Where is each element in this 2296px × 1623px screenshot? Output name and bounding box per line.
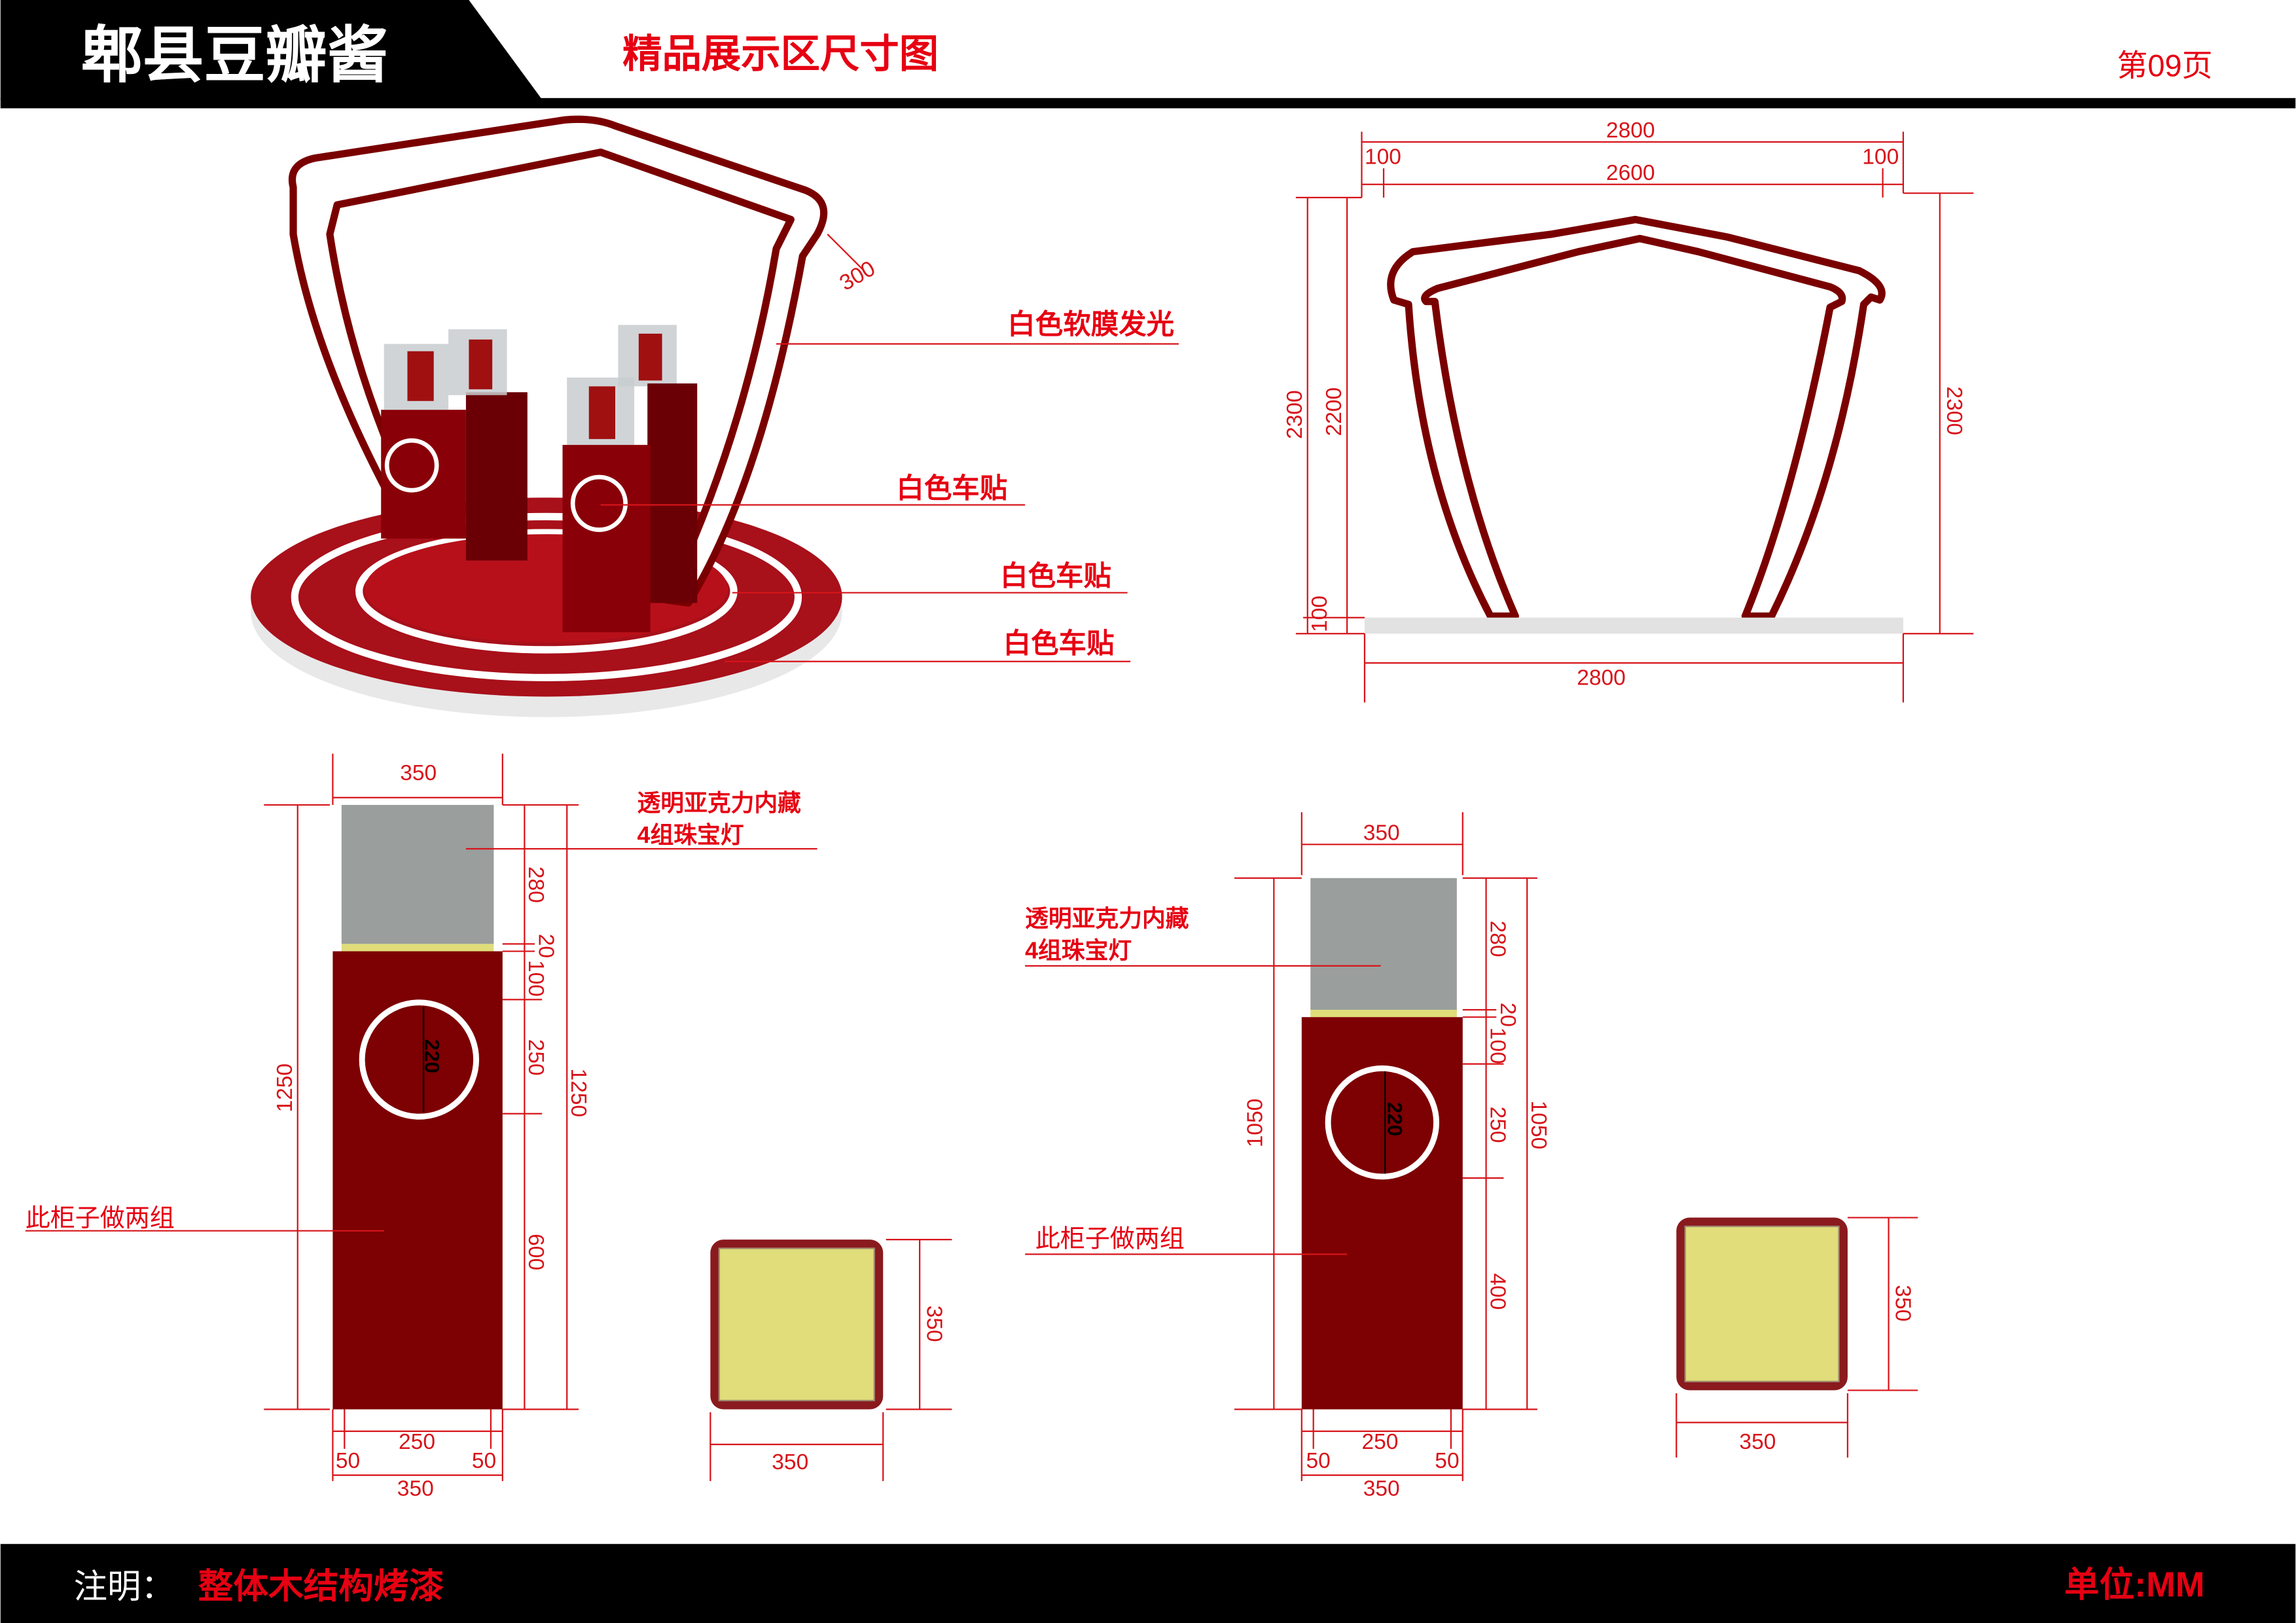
plan-width: 350 bbox=[1739, 1430, 1776, 1454]
dim-side-right-100: 100 bbox=[1862, 145, 1899, 169]
cabinet-body bbox=[1301, 1017, 1463, 1410]
circle-dia: 220 bbox=[1384, 1102, 1407, 1136]
callout-sticker-3: 白色车贴 bbox=[1003, 628, 1115, 659]
dim-seg-plate: 20 bbox=[1496, 1003, 1520, 1027]
dim-height-left: 1050 bbox=[1243, 1099, 1267, 1148]
dim-bottom-inner: 250 bbox=[1361, 1430, 1398, 1454]
circle-dia: 220 bbox=[420, 1039, 443, 1073]
render-view: 300 白色软膜发光 白色车贴 白色车贴 白色车贴 bbox=[251, 115, 1179, 717]
white-ring-decal bbox=[359, 999, 480, 1120]
dim-right-2300: 2300 bbox=[1942, 386, 1966, 435]
cabinet-short-plan: 350 350 bbox=[1676, 1217, 1918, 1458]
dim-bottom-total: 350 bbox=[397, 1476, 434, 1501]
depth-dim-label: 300 bbox=[836, 257, 880, 296]
cabinet-short-elevation: 220 350 1050 280 20 100 250 400 1050 250… bbox=[1025, 812, 1551, 1501]
note-label: 注明： bbox=[74, 1567, 175, 1605]
footer-band bbox=[0, 1544, 2296, 1623]
dim-bottom-total: 350 bbox=[1363, 1476, 1400, 1501]
dim-height-right: 1050 bbox=[1526, 1101, 1551, 1150]
plan-depth: 350 bbox=[1891, 1285, 1915, 1321]
callout-sticker-1: 白色车贴 bbox=[896, 473, 1007, 504]
dim-side-left-100: 100 bbox=[1365, 145, 1401, 169]
header-rule bbox=[0, 98, 2296, 109]
top-plate bbox=[341, 944, 494, 952]
footer: 注明： 整体木结构烤漆 单位:MM bbox=[0, 1544, 2296, 1623]
platform-ring-inner bbox=[355, 529, 738, 654]
acrylic-note-1: 透明亚克力内藏 bbox=[637, 790, 802, 816]
pedestal-2 bbox=[448, 329, 507, 395]
acrylic-box bbox=[341, 804, 494, 944]
note-text: 整体木结构烤漆 bbox=[198, 1567, 444, 1606]
page-number: 第09页 bbox=[2117, 48, 2212, 82]
page-title: 精品展示区尺寸图 bbox=[622, 31, 939, 76]
dim-top-width: 350 bbox=[1363, 821, 1400, 846]
dim-seg-acrylic: 280 bbox=[524, 866, 548, 903]
arch-frame bbox=[1387, 215, 1886, 620]
callout-softfilm: 白色软膜发光 bbox=[1007, 310, 1174, 340]
cabinet-body bbox=[332, 951, 503, 1410]
header: 郫县豆瓣酱 精品展示区尺寸图 第09页 bbox=[0, 0, 2296, 109]
dim-seg-top-gap: 100 bbox=[524, 960, 548, 997]
dim-top-2800: 2800 bbox=[1606, 118, 1655, 143]
cabinet-tall-plan: 350 350 bbox=[709, 1238, 952, 1482]
dim-base-100: 100 bbox=[1308, 596, 1332, 632]
dim-bottom-right: 50 bbox=[472, 1449, 496, 1473]
dim-seg-circle: 250 bbox=[1485, 1107, 1509, 1143]
dim-seg-acrylic: 280 bbox=[1485, 921, 1509, 957]
dim-bottom-right: 50 bbox=[1435, 1449, 1459, 1473]
dim-left-2300: 2300 bbox=[1283, 390, 1307, 439]
group-note: 此柜子做两组 bbox=[1035, 1225, 1185, 1253]
dim-left-2200: 2200 bbox=[1322, 387, 1346, 437]
pedestal-3 bbox=[618, 325, 698, 603]
plan-width: 350 bbox=[772, 1450, 808, 1474]
dim-inner-2600: 2600 bbox=[1606, 161, 1655, 185]
dim-bottom-2800: 2800 bbox=[1577, 666, 1626, 690]
dim-height-left: 1250 bbox=[273, 1063, 297, 1113]
brand-title: 郫县豆瓣酱 bbox=[81, 20, 389, 89]
dim-top-width: 350 bbox=[400, 761, 437, 785]
dim-seg-plate: 20 bbox=[534, 934, 558, 958]
pedestal-4 bbox=[562, 377, 651, 633]
acrylic-note-2: 4组珠宝灯 bbox=[1025, 938, 1132, 964]
dim-bottom-left: 50 bbox=[1306, 1449, 1331, 1473]
unit-label: 单位:MM bbox=[2064, 1565, 2205, 1605]
pedestal-1 bbox=[381, 344, 528, 561]
dim-seg-top-gap: 100 bbox=[1485, 1027, 1509, 1064]
acrylic-note-2: 4组珠宝灯 bbox=[637, 822, 744, 848]
dim-bottom-left: 50 bbox=[336, 1449, 360, 1473]
white-ring-decal bbox=[1325, 1065, 1440, 1180]
dim-bottom-inner: 250 bbox=[399, 1430, 435, 1454]
dim-seg-bottom: 400 bbox=[1485, 1274, 1509, 1310]
arch-base-slab bbox=[1364, 617, 1903, 634]
callout-sticker-2: 白色车贴 bbox=[1000, 561, 1111, 592]
acrylic-note-1: 透明亚克力内藏 bbox=[1025, 906, 1189, 932]
header-black-tab bbox=[0, 0, 543, 100]
front-elevation: 2800 2600 100 100 2300 2200 100 2300 280… bbox=[1283, 118, 1974, 703]
dim-height-right: 1250 bbox=[566, 1068, 590, 1117]
dim-seg-circle: 250 bbox=[524, 1039, 548, 1076]
cabinet-tall-elevation: 220 350 1250 280 20 100 250 600 1250 250… bbox=[25, 753, 817, 1501]
acrylic-box bbox=[1310, 878, 1457, 1010]
top-plate bbox=[1310, 1010, 1457, 1018]
platform-ring-outer bbox=[291, 512, 802, 681]
group-note: 此柜子做两组 bbox=[26, 1205, 175, 1232]
plan-depth: 350 bbox=[922, 1306, 946, 1342]
dim-seg-bottom: 600 bbox=[524, 1234, 548, 1270]
